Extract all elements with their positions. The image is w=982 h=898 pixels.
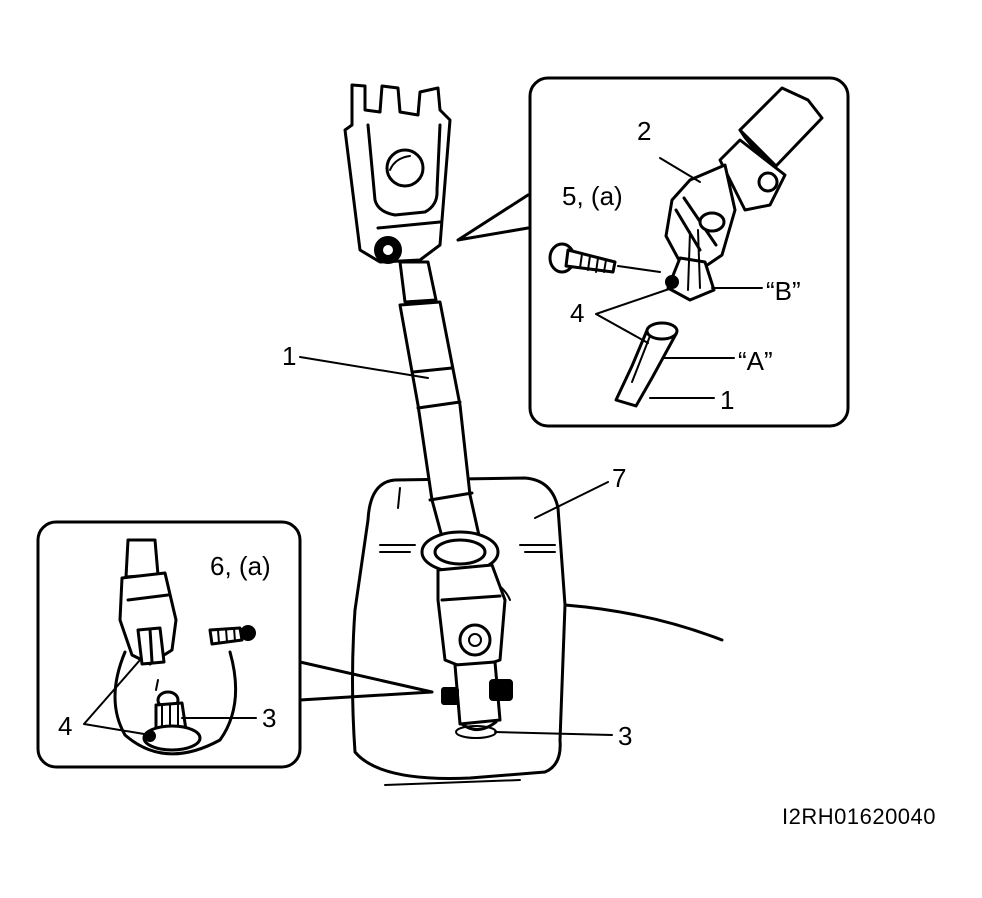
label-bottom-stud: 3 — [262, 703, 276, 733]
leader-main-shaft — [299, 356, 429, 379]
label-top-mark-a: “A” — [738, 346, 773, 376]
label-main-shaft: 1 — [282, 341, 296, 371]
label-bottom-marks: 4 — [58, 711, 72, 741]
label-main-stud: 3 — [618, 721, 632, 751]
upper-yoke — [343, 83, 452, 264]
bottom-detail-bolt — [208, 625, 256, 646]
leader-main-stud — [494, 731, 613, 736]
label-top-shaft: 1 — [720, 385, 734, 415]
leader-bottom-marks — [83, 659, 151, 736]
label-top-mark-b: “B” — [766, 276, 801, 306]
label-top-joint: 2 — [637, 116, 651, 146]
leader-top-joint — [659, 157, 701, 183]
bottom-detail-dash — [155, 679, 159, 691]
top-detail-shaft-lower — [614, 321, 679, 408]
callout-pointer-bottom — [298, 660, 434, 702]
top-detail-bolt — [548, 242, 661, 274]
label-bottom-bolt: 6, (a) — [210, 551, 271, 581]
lower-yoke — [420, 530, 513, 739]
figure-code: I2RH01620040 — [782, 804, 936, 829]
top-detail-joint — [664, 138, 787, 302]
detail-box-bottom — [36, 520, 302, 769]
bottom-detail-shaft — [118, 538, 178, 666]
leader-column-cover — [534, 481, 609, 519]
label-top-marks: 4 — [570, 298, 584, 328]
label-column-cover: 7 — [612, 463, 626, 493]
bottom-detail-stud — [142, 690, 202, 752]
intermediate-shaft — [398, 260, 482, 550]
callout-pointer-top — [456, 193, 530, 242]
column-cover — [351, 476, 724, 786]
detail-box-top — [528, 76, 850, 428]
label-top-bolt: 5, (a) — [562, 181, 623, 211]
leader-top-marks — [595, 287, 673, 344]
